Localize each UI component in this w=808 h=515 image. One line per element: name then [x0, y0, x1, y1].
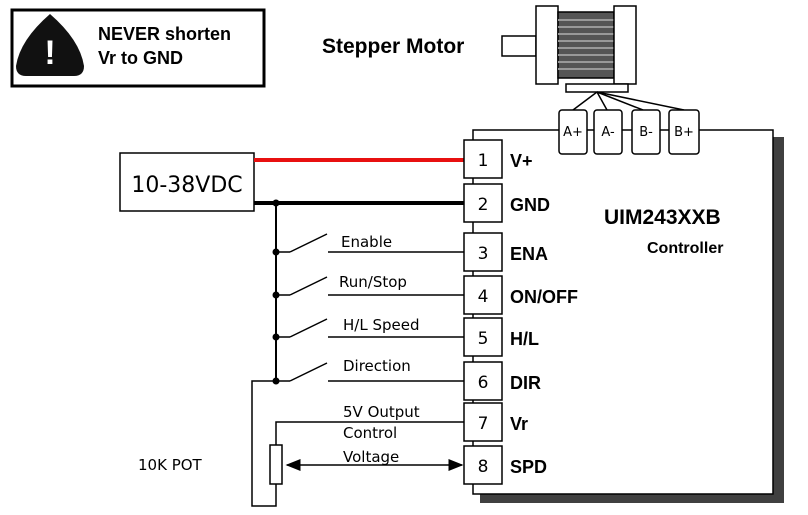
spd-signal-label-line1: Control	[343, 424, 397, 442]
pin-number: 5	[478, 329, 489, 349]
pin-name: ENA	[510, 244, 548, 264]
pin-number: 6	[478, 373, 489, 393]
switch-run-stop	[276, 276, 464, 296]
pin-number: 8	[478, 457, 489, 477]
pin-name: GND	[510, 195, 550, 215]
motor-shaft	[501, 35, 537, 57]
motor-end-cap-right	[613, 5, 637, 85]
pin-number: 2	[478, 195, 489, 215]
motor-terminal-b-plus: B+	[668, 109, 700, 155]
pin-name: ON/OFF	[510, 287, 578, 307]
power-supply: 10-38VDC	[119, 152, 255, 212]
pin-number: 1	[478, 151, 489, 171]
warning-box: ! NEVER shorten Vr to GND	[10, 8, 266, 88]
switch-label-run-stop: Run/Stop	[339, 273, 407, 291]
vr-signal-label: 5V Output	[343, 403, 420, 421]
switch-label-hl-speed: H/L Speed	[343, 316, 419, 334]
controller-subtitle: Controller	[647, 240, 723, 257]
motor-terminal-b-minus: B-	[631, 109, 661, 155]
controller-body	[472, 129, 774, 495]
motor-label: Stepper Motor	[322, 35, 464, 58]
svg-text:!: !	[44, 34, 55, 72]
pin-1: 1 V+	[463, 139, 533, 179]
motor-coil	[557, 11, 615, 79]
switch-label-direction: Direction	[343, 357, 411, 375]
pin-7: 7 Vr	[463, 402, 528, 442]
potentiometer	[251, 380, 478, 507]
pin-5: 5 H/L	[463, 317, 539, 357]
pin-name: DIR	[510, 373, 541, 393]
pot-body	[269, 444, 283, 485]
pin-4: 4 ON/OFF	[463, 275, 578, 315]
svg-text:A-: A-	[601, 125, 615, 140]
switch-hl-speed	[276, 318, 464, 338]
svg-text:A+: A+	[563, 125, 583, 140]
pin-6: 6 DIR	[463, 361, 541, 401]
motor-terminal-a-plus: A+	[558, 109, 588, 155]
pin-name: V+	[510, 151, 533, 171]
controller-model: UIM243XXB	[604, 206, 721, 229]
warning-text-line1: NEVER shorten	[98, 24, 231, 44]
switch-label-enable: Enable	[341, 233, 392, 251]
pin-3: 3 ENA	[463, 232, 548, 272]
pin-number: 3	[478, 244, 489, 264]
pin-number: 4	[478, 287, 489, 307]
motor-end-cap-left	[535, 5, 559, 85]
warning-text-line2: Vr to GND	[98, 48, 183, 68]
pin-name: Vr	[510, 414, 528, 434]
pin-name: SPD	[510, 457, 547, 477]
svg-text:B-: B-	[639, 125, 653, 140]
pin-name: H/L	[510, 329, 539, 349]
power-supply-label: 10-38VDC	[131, 173, 242, 198]
motor-terminal-a-minus: A-	[593, 109, 623, 155]
spd-signal-label-line2: Voltage	[343, 448, 399, 466]
stepper-motor	[501, 5, 685, 111]
pin-8: 8 SPD	[463, 445, 547, 485]
pot-label: 10K POT	[138, 456, 203, 474]
warning-icon: !	[16, 14, 84, 76]
svg-text:B+: B+	[674, 125, 694, 140]
switch-direction	[276, 362, 464, 382]
pin-2: 2 GND	[463, 183, 550, 223]
switch-enable	[276, 233, 464, 253]
pin-number: 7	[478, 414, 489, 434]
